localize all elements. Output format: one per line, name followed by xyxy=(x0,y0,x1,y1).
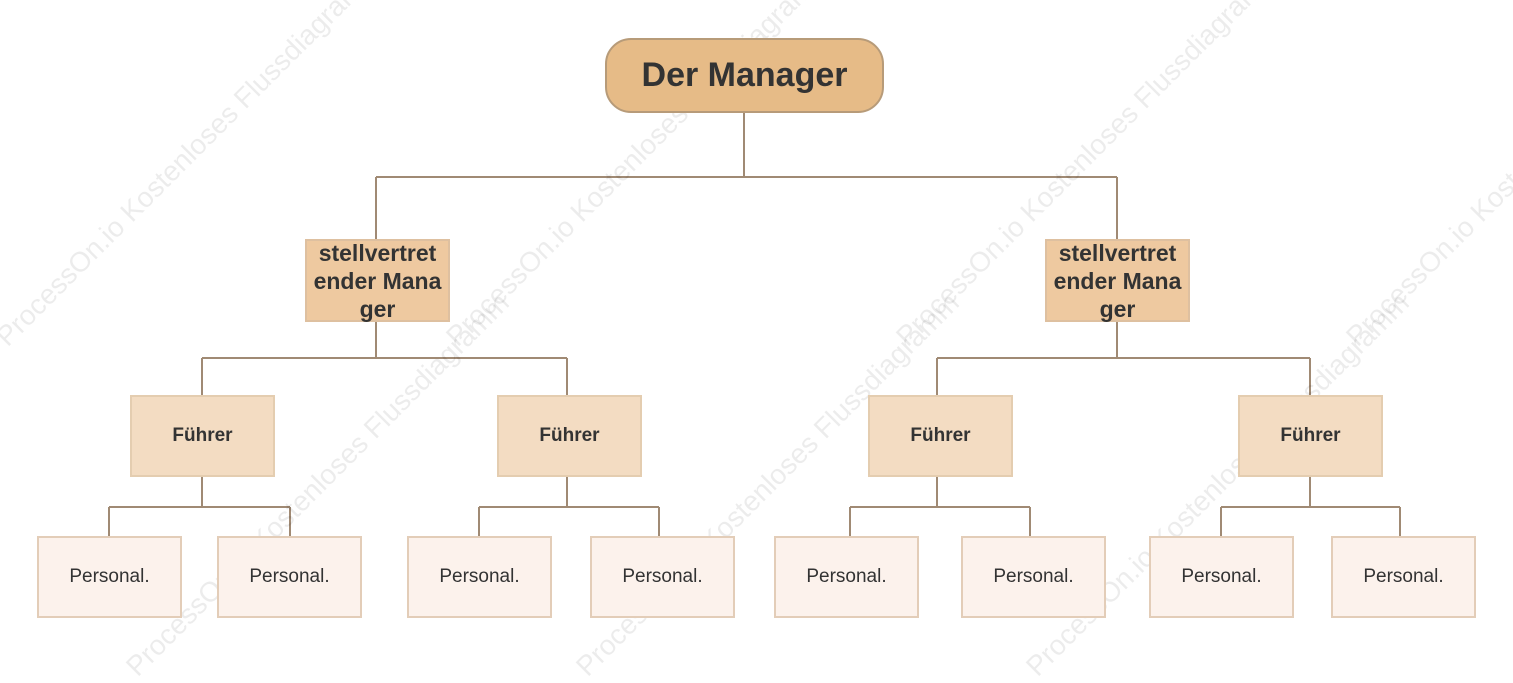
leader-node[interactable]: Führer xyxy=(130,395,275,477)
staff-node[interactable]: Personal. xyxy=(1331,536,1476,618)
staff-node[interactable]: Personal. xyxy=(774,536,919,618)
deputy-manager-node[interactable]: stellvertretender Manager xyxy=(305,239,450,322)
staff-node[interactable]: Personal. xyxy=(1149,536,1294,618)
leader-node[interactable]: Führer xyxy=(497,395,642,477)
staff-node[interactable]: Personal. xyxy=(590,536,735,618)
staff-node[interactable]: Personal. xyxy=(407,536,552,618)
deputy-manager-node[interactable]: stellvertretender Manager xyxy=(1045,239,1190,322)
manager-node[interactable]: Der Manager xyxy=(605,38,884,113)
staff-node[interactable]: Personal. xyxy=(37,536,182,618)
staff-node[interactable]: Personal. xyxy=(217,536,362,618)
connector-lines xyxy=(108,113,1401,536)
leader-node[interactable]: Führer xyxy=(1238,395,1383,477)
leader-node[interactable]: Führer xyxy=(868,395,1013,477)
staff-node[interactable]: Personal. xyxy=(961,536,1106,618)
